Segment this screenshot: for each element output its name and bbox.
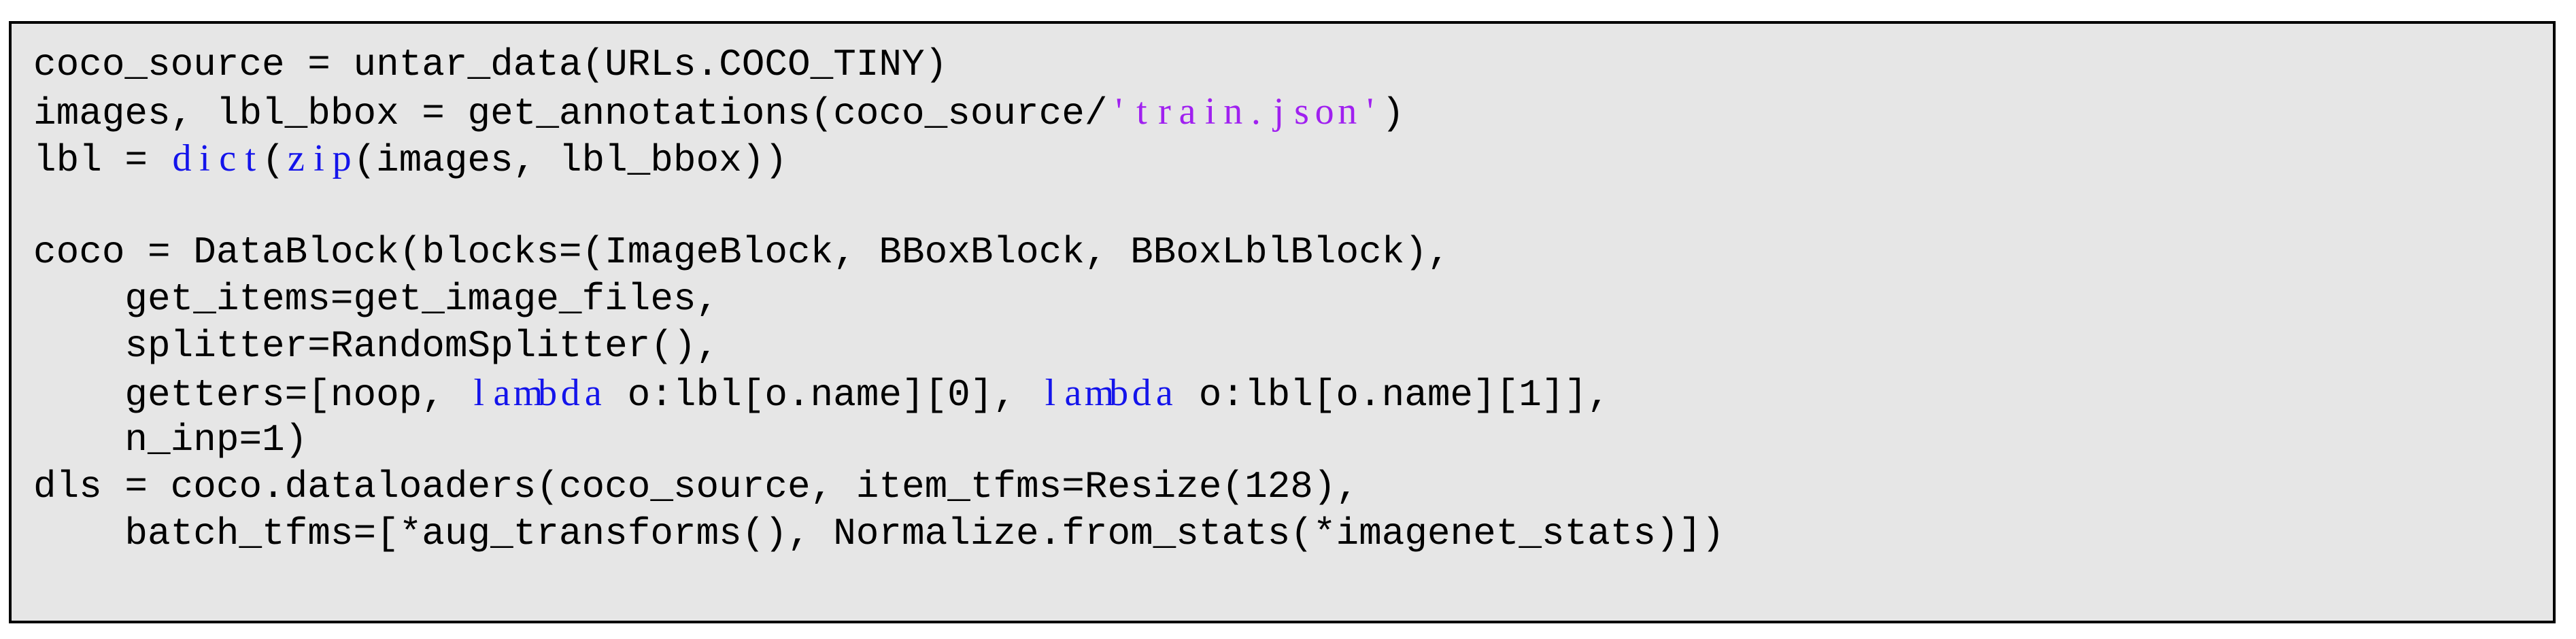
- code-text: batch_tfms=[*aug_transforms(), Normalize…: [33, 512, 1725, 555]
- code-line: splitter=RandomSplitter(),: [33, 323, 2539, 370]
- code-line: images, lbl_bbox = get_annotations(coco_…: [33, 88, 2539, 135]
- code-text: coco_source = untar_data(URLs.COCO_TINY): [33, 43, 948, 86]
- code-text: getters=[noop,: [33, 373, 468, 417]
- code-text: coco = DataBlock(blocks=(ImageBlock, BBo…: [33, 230, 1451, 274]
- code-content: coco_source = untar_data(URLs.COCO_TINY)…: [12, 24, 2553, 557]
- code-lines: coco_source = untar_data(URLs.COCO_TINY)…: [33, 41, 2539, 557]
- code-text: get_items=get_image_files,: [33, 277, 719, 321]
- code-text: ): [1381, 92, 1405, 135]
- code-text: n_inp=1): [33, 418, 308, 462]
- code-line: batch_tfms=[*aug_transforms(), Normalize…: [33, 511, 2539, 557]
- code-text: o:lbl[o.name][1]],: [1176, 373, 1610, 417]
- code-line: n_inp=1): [33, 417, 2539, 464]
- code-text: lbl =: [33, 139, 171, 182]
- code-line: coco_source = untar_data(URLs.COCO_TINY): [33, 41, 2539, 88]
- code-line: coco = DataBlock(blocks=(ImageBlock, BBo…: [33, 229, 2539, 276]
- code-line: dls = coco.dataloaders(coco_source, item…: [33, 464, 2539, 511]
- code-listing-box: coco_source = untar_data(URLs.COCO_TINY)…: [9, 21, 2556, 623]
- code-text: (images, lbl_bbox)): [353, 139, 787, 182]
- code-text: o:lbl[o.name][0],: [605, 373, 1039, 417]
- code-text: splitter=RandomSplitter(),: [33, 324, 719, 368]
- code-text: images, lbl_bbox = get_annotations(coco_…: [33, 92, 1108, 135]
- code-line: [33, 182, 2539, 229]
- code-line: get_items=get_image_files,: [33, 276, 2539, 323]
- code-text: dls = coco.dataloaders(coco_source, item…: [33, 465, 1359, 508]
- code-text: (: [262, 139, 285, 182]
